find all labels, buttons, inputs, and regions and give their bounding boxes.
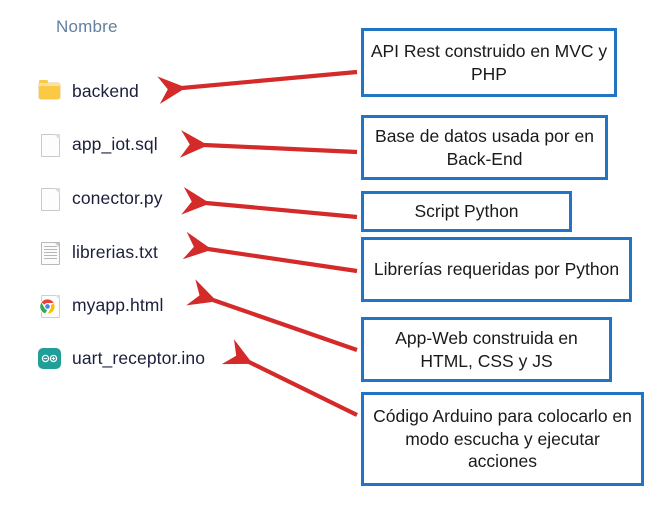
callout-librerias-txt: Librerías requeridas por Python — [361, 237, 632, 302]
blank-page-icon — [38, 131, 62, 157]
file-name-label: librerias.txt — [72, 241, 158, 262]
file-explorer-pane: Nombre backend app_iot.sql conector.py l… — [38, 17, 205, 373]
list-item[interactable]: app_iot.sql — [38, 129, 158, 159]
list-item[interactable]: backend — [38, 76, 139, 106]
chrome-logo-icon — [39, 298, 56, 315]
text-document-icon — [38, 239, 62, 265]
callout-text: Librerías requeridas por Python — [373, 259, 620, 280]
file-name-label: backend — [72, 80, 139, 101]
callout-backend: API Rest construido en MVC y PHP — [361, 28, 617, 97]
file-name-label: conector.py — [72, 187, 163, 208]
file-name-label: app_iot.sql — [72, 133, 158, 154]
folder-icon — [38, 78, 62, 104]
callout-uart-receptor-ino: Código Arduino para colocarlo en modo es… — [361, 392, 644, 486]
callout-text: Base de datos usada por en Back-End — [375, 125, 594, 169]
list-item[interactable]: conector.py — [38, 183, 163, 213]
chrome-file-icon — [38, 292, 62, 318]
callout-text: Script Python — [414, 201, 519, 222]
list-item[interactable]: librerias.txt — [38, 237, 158, 267]
callout-app-iot-sql: Base de datos usada por en Back-End — [361, 115, 608, 180]
blank-page-icon — [38, 185, 62, 211]
callout-text: Código Arduino para colocarlo en modo es… — [373, 405, 632, 472]
callout-text: App-Web construida en HTML, CSS y JS — [395, 327, 578, 371]
list-item[interactable]: myapp.html — [38, 290, 163, 320]
column-header-nombre[interactable]: Nombre — [56, 17, 118, 36]
callout-conector-py: Script Python — [361, 191, 572, 232]
file-name-label: myapp.html — [72, 294, 164, 315]
callout-myapp-html: App-Web construida en HTML, CSS y JS — [361, 317, 612, 382]
callout-text: API Rest construido en MVC y PHP — [370, 40, 608, 84]
list-item[interactable]: uart_receptor.ino — [38, 343, 205, 373]
file-name-label: uart_receptor.ino — [72, 347, 206, 368]
arduino-infinity-icon — [41, 354, 58, 363]
arduino-file-icon — [38, 345, 62, 371]
